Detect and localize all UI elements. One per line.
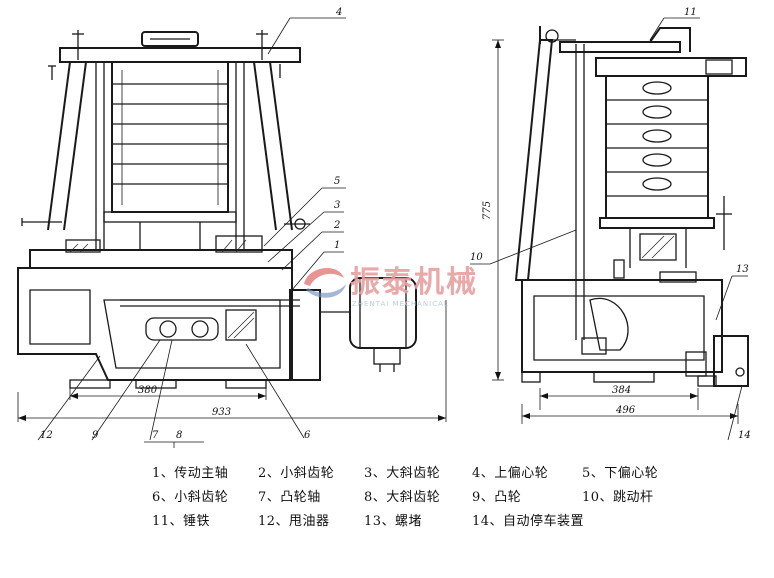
right-sieve-rings — [606, 81, 708, 197]
legend-item-4: 4、上偏心轮 — [472, 466, 549, 481]
callout-14: 14 — [738, 430, 751, 441]
callout-2: 2 — [333, 220, 340, 231]
legend-item-9: 9、凸轮 — [472, 490, 522, 505]
legend-row-3: 11、锤铁 12、甩油器 13、螺堵 14、自动停车装置 — [152, 510, 712, 530]
left-elevation-view: 380 933 4 5 3 2 1 12 9 7 8 6 — [17, 7, 447, 448]
callout-6: 6 — [304, 430, 311, 441]
callout-8: 8 — [176, 430, 182, 441]
watermark-text: 振泰机械 — [350, 265, 478, 300]
callout-4: 4 — [335, 7, 342, 18]
watermark-logo: 振泰机械 ZHENTAI MECHANICAL — [304, 265, 478, 308]
callout-11: 11 — [684, 7, 697, 18]
legend-item-1: 1、传动主轴 — [152, 466, 229, 481]
callout-10: 10 — [470, 252, 483, 263]
legend-row-2: 6、小斜齿轮 7、凸轮轴 8、大斜齿轮 9、凸轮 10、跳动杆 — [152, 486, 712, 506]
legend-row-1: 1、传动主轴 2、小斜齿轮 3、大斜齿轮 4、上偏心轮 5、下偏心轮 — [152, 462, 712, 482]
dim-right-inner: 384 — [612, 385, 631, 396]
callout-13: 13 — [736, 264, 749, 275]
legend-item-5: 5、下偏心轮 — [582, 466, 659, 481]
callout-5: 5 — [334, 176, 340, 187]
parts-legend: 1、传动主轴 2、小斜齿轮 3、大斜齿轮 4、上偏心轮 5、下偏心轮 6、小斜齿… — [0, 462, 774, 572]
callout-1: 1 — [334, 240, 340, 251]
legend-item-12: 12、甩油器 — [258, 514, 330, 529]
legend-item-14: 14、自动停车装置 — [472, 514, 585, 529]
dim-left-inner: 380 — [138, 385, 158, 396]
legend-item-13: 13、螺堵 — [364, 514, 423, 529]
dim-right-height: 775 — [482, 201, 493, 220]
sieve-stack-rings — [112, 70, 228, 205]
legend-item-2: 2、小斜齿轮 — [258, 466, 335, 481]
legend-item-3: 3、大斜齿轮 — [364, 466, 441, 481]
legend-item-7: 7、凸轮轴 — [258, 490, 321, 505]
watermark-subtext: ZHENTAI MECHANICAL — [352, 300, 449, 308]
callout-7: 7 — [152, 430, 159, 441]
legend-item-10: 10、跳动杆 — [582, 490, 654, 505]
legend-item-11: 11、锤铁 — [152, 514, 211, 529]
technical-drawing: 380 933 4 5 3 2 1 12 9 7 8 6 — [17, 7, 751, 448]
legend-item-6: 6、小斜齿轮 — [152, 490, 229, 505]
dim-right-overall: 496 — [615, 405, 636, 416]
callout-9: 9 — [92, 430, 99, 441]
legend-item-8: 8、大斜齿轮 — [364, 490, 441, 505]
dim-left-overall: 933 — [212, 407, 231, 418]
callout-12: 12 — [40, 430, 53, 441]
logo-swoosh-icon — [304, 267, 346, 298]
right-side-view: 775 384 496 11 10 13 14 — [470, 7, 751, 441]
callout-3: 3 — [334, 200, 340, 211]
